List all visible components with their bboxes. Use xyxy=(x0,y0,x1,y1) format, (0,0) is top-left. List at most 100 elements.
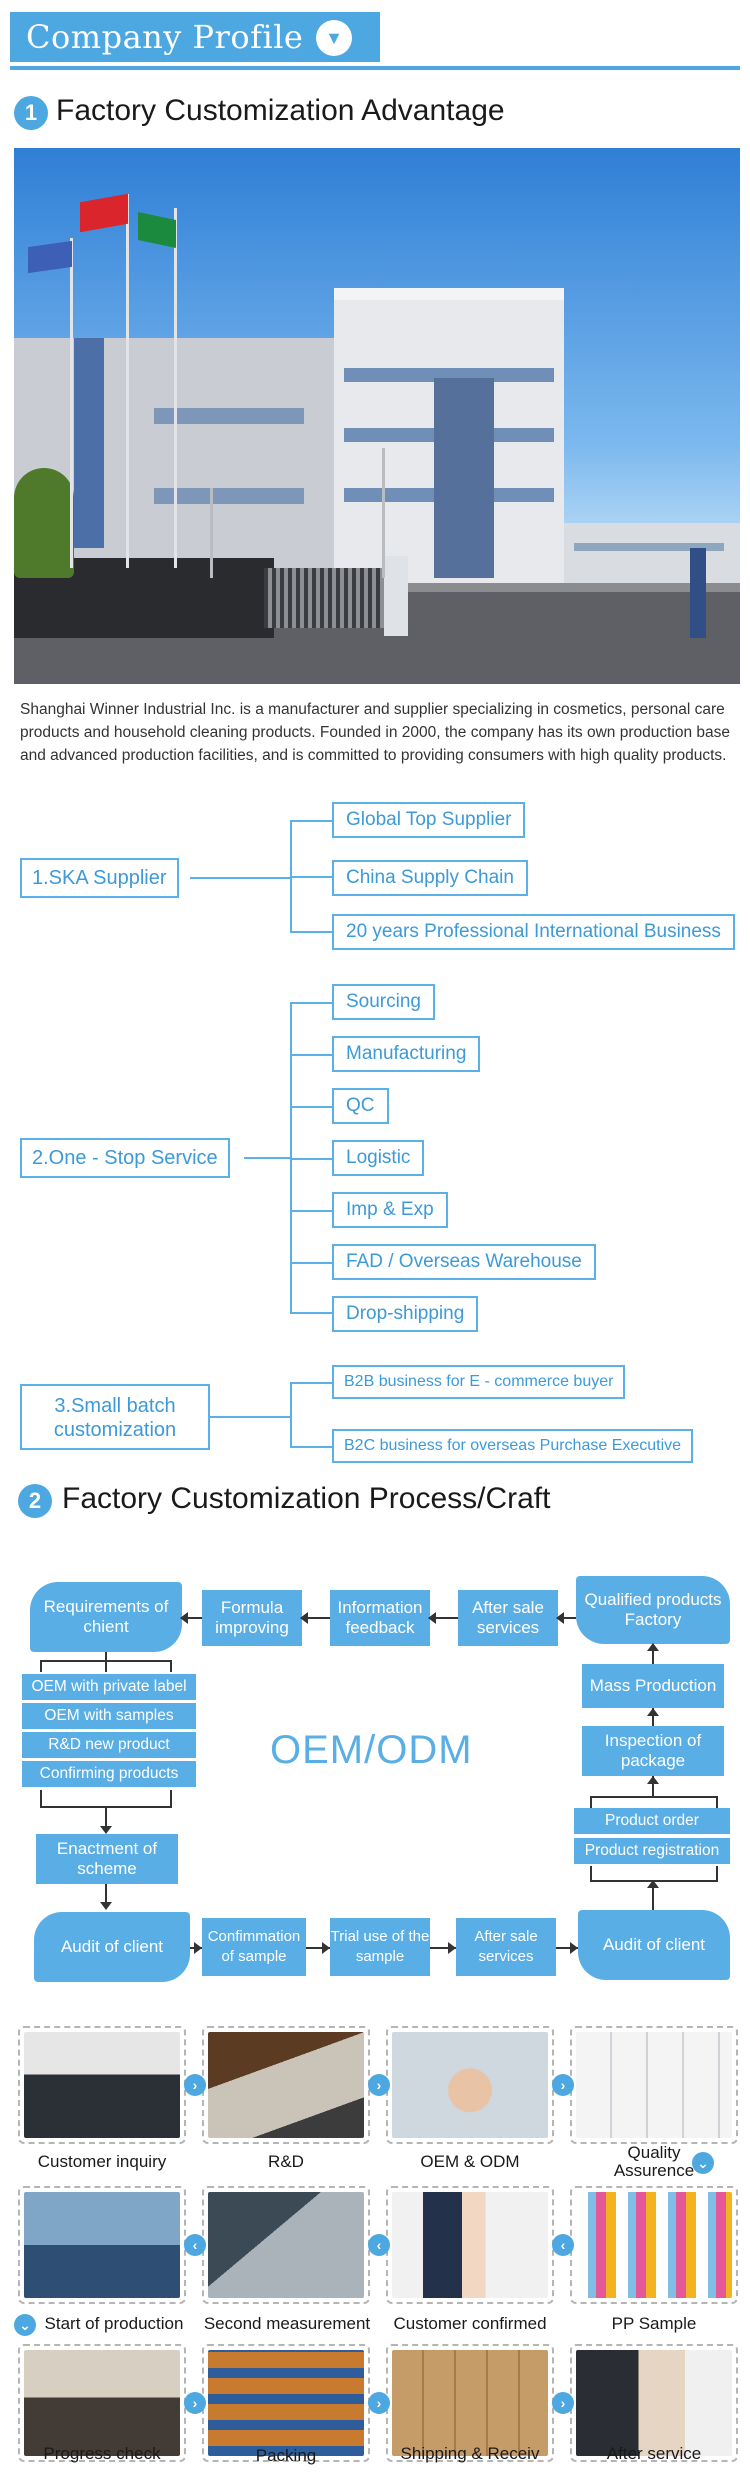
step-photo xyxy=(208,2192,364,2298)
step-tile-pp-sample xyxy=(570,2186,738,2304)
step-caption: Second measurement xyxy=(203,2314,371,2333)
company-intro: Shanghai Winner Industrial Inc. is a man… xyxy=(20,701,731,764)
arrow-head xyxy=(647,1880,659,1888)
oem-option: R&D new product xyxy=(22,1732,196,1758)
chevron-left-icon: ‹ xyxy=(368,2234,390,2256)
section-number-badge: 2 xyxy=(18,1484,52,1518)
step-tile-rnd xyxy=(202,2026,370,2144)
step-tile-customer-confirmed xyxy=(386,2186,554,2304)
arrow-head xyxy=(100,1902,112,1910)
small-batch-label-line1: 3.Small batch xyxy=(54,1395,176,1417)
arrow-head xyxy=(448,1942,456,1954)
chevron-right-icon: › xyxy=(184,2074,206,2096)
service-item: Manufacturing xyxy=(332,1036,481,1072)
step-photo xyxy=(24,2032,180,2138)
connector xyxy=(290,1106,332,1108)
arrow xyxy=(558,1617,576,1619)
arrow xyxy=(652,1880,654,1910)
process-step-information: Information feedback xyxy=(330,1590,430,1646)
bracket xyxy=(590,1796,592,1808)
step-tile-second-measurement xyxy=(202,2186,370,2304)
bracket xyxy=(716,1866,718,1880)
arrow xyxy=(105,1652,107,1672)
triangle-down-icon[interactable]: ▼ xyxy=(316,20,352,56)
bracket xyxy=(40,1660,42,1672)
page-title: Company Profile xyxy=(26,18,304,56)
process-step-requirements: Requirements of chient xyxy=(30,1582,182,1652)
step-caption: OEM & ODM xyxy=(420,2152,520,2171)
chevron-right-icon: › xyxy=(368,2392,390,2414)
service-item: FAD / Overseas Warehouse xyxy=(332,1244,596,1280)
process-step-after-sale: After sale services xyxy=(458,1590,558,1646)
step-tile-packing xyxy=(202,2344,370,2462)
arrow xyxy=(652,1708,654,1726)
arrow-head xyxy=(556,1612,564,1624)
step-caption: Shipping & Receiv xyxy=(400,2444,540,2463)
oem-odm-label: OEM/ODM xyxy=(270,1728,473,1772)
step-tile-customer-inquiry xyxy=(18,2026,186,2144)
small-batch-node: 3.Small batch customization xyxy=(20,1384,210,1450)
connector xyxy=(290,931,332,933)
step-caption: PP Sample xyxy=(611,2314,697,2333)
arrow xyxy=(652,1644,654,1664)
chevron-left-icon: ‹ xyxy=(552,2234,574,2256)
step-photo xyxy=(24,2192,180,2298)
one-stop-service-node: 2.One - Stop Service xyxy=(20,1138,230,1178)
connector xyxy=(290,876,332,878)
process-step-formula: Formula improving xyxy=(202,1590,302,1646)
chevron-down-icon: ⌄ xyxy=(14,2314,36,2336)
process-step-inspection: Inspection of package xyxy=(582,1726,724,1776)
step-photo xyxy=(576,2192,732,2298)
bracket xyxy=(40,1660,172,1662)
bracket xyxy=(170,1790,172,1808)
arrow-head xyxy=(647,1643,659,1651)
small-batch-label-line2: customization xyxy=(53,1419,177,1441)
arrow xyxy=(430,1947,456,1949)
arrow-head xyxy=(180,1612,188,1624)
chevron-down-icon: ⌄ xyxy=(692,2152,714,2174)
process-step-audit-client: Audit of client xyxy=(34,1912,190,1982)
step-tile-after-service xyxy=(570,2344,738,2462)
step-photo xyxy=(576,2032,732,2138)
step-caption: Customer confirmed xyxy=(393,2314,547,2333)
process-step-after-sale-2: After sale services xyxy=(456,1918,556,1976)
step-photo xyxy=(24,2350,180,2456)
ska-item: Global Top Supplier xyxy=(332,802,526,838)
connector xyxy=(290,820,332,822)
section-title: Factory Customization Process/Craft xyxy=(62,1482,551,1515)
ska-supplier-node: 1.SKA Supplier xyxy=(20,858,179,898)
arrow xyxy=(556,1947,578,1949)
process-step-product-order: Product order xyxy=(574,1808,730,1834)
step-caption: Quality Assurence xyxy=(613,2143,695,2180)
process-step-confirmation: Confimmation of sample xyxy=(202,1918,306,1976)
arrow-head xyxy=(647,1776,659,1784)
factory-photo xyxy=(14,148,740,684)
service-item: Imp & Exp xyxy=(332,1192,448,1228)
bracket xyxy=(590,1866,592,1880)
oem-option: OEM with private label xyxy=(22,1674,196,1700)
step-caption: After service xyxy=(606,2444,702,2463)
header-divider xyxy=(10,66,740,70)
bracket xyxy=(716,1796,718,1808)
arrow xyxy=(430,1617,458,1619)
connector xyxy=(290,1312,332,1314)
connector xyxy=(290,1382,292,1448)
chevron-right-icon: › xyxy=(552,2392,574,2414)
process-step-mass-production: Mass Production xyxy=(582,1664,724,1708)
step-photo xyxy=(208,2032,364,2138)
connector xyxy=(290,1382,332,1384)
connector xyxy=(210,1416,290,1418)
step-caption: R&D xyxy=(268,2152,304,2171)
bracket xyxy=(170,1660,172,1672)
ska-item: China Supply Chain xyxy=(332,860,528,896)
connector xyxy=(290,1002,332,1004)
service-item: Drop-shipping xyxy=(332,1296,479,1332)
connector xyxy=(190,877,290,879)
connector xyxy=(290,1002,292,1312)
arrow-head xyxy=(300,1612,308,1624)
process-step-qualified-factory: Qualified products Factory xyxy=(576,1576,730,1644)
step-photo xyxy=(392,2350,548,2456)
arrow-head xyxy=(194,1942,202,1954)
chevron-right-icon: › xyxy=(368,2074,390,2096)
connector xyxy=(290,1446,332,1448)
